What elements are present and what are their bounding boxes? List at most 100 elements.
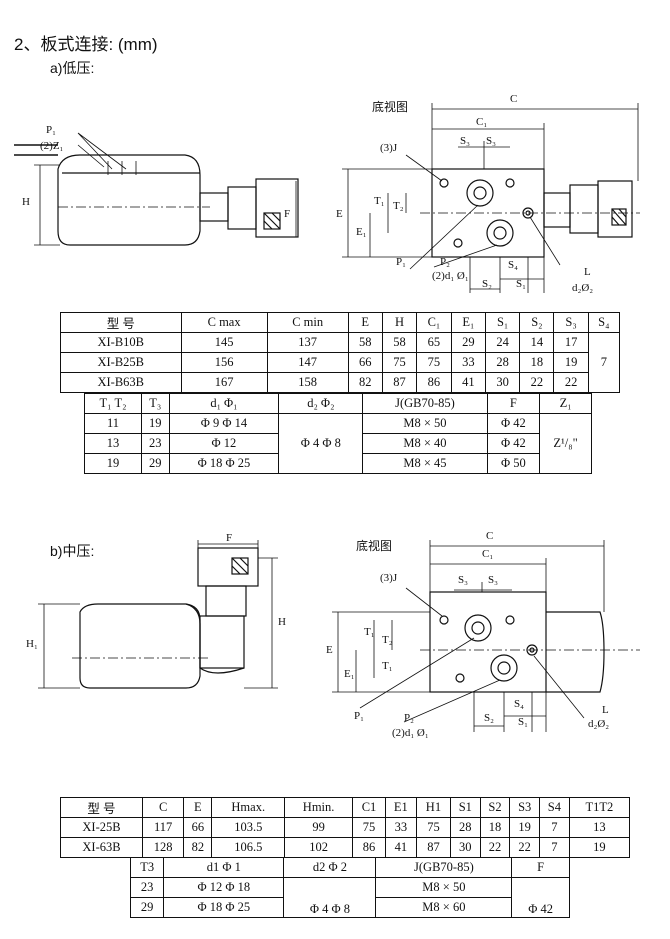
table-cell: 75 <box>381 352 418 373</box>
table-cell: 22 <box>553 372 589 393</box>
table-cell: 66 <box>183 817 213 838</box>
bottom-view-label-a: 底视图 <box>372 100 409 114</box>
bottom-view-label-b: 底视图 <box>356 539 393 553</box>
label-s1-b: S₁ <box>518 716 528 728</box>
label-s2: S₂ <box>482 278 492 290</box>
table-cell: 41 <box>450 372 487 393</box>
table-cell: Φ 12 Φ 18 <box>163 877 285 898</box>
table-cell: XI-B10B <box>60 332 182 353</box>
table-cell: XI-63B <box>60 837 143 858</box>
spec-table-b2: T3 d1 Φ 1 d2 Φ 2 J(GB70-85) F 23 Φ 12 Φ … <box>129 857 570 918</box>
table-cell: 87 <box>381 372 418 393</box>
table-cell: 29 <box>141 453 170 474</box>
label-f: F <box>284 208 291 220</box>
label-l-b: L <box>602 704 609 716</box>
table-cell: Φ 18 Φ 25 <box>168 453 280 474</box>
table-cell-s4: 7 <box>587 332 621 393</box>
table-cell: M8 × 60 <box>375 897 513 918</box>
table-row: 29 Φ 18 Φ 25 M8 × 60 <box>129 897 570 918</box>
table-cell: M8 × 45 <box>362 453 488 474</box>
col-header: S4 <box>539 797 570 818</box>
label-d1: (2)d₁ Ø₁ <box>432 270 469 282</box>
table-cell: 23 <box>129 877 165 898</box>
table-cell: 65 <box>416 332 452 353</box>
table-cell: 33 <box>450 352 487 373</box>
label-p1: P₁ <box>46 124 56 136</box>
table-cell: 17 <box>553 332 589 353</box>
col-header: Hmin. <box>284 797 354 818</box>
col-header: d1 Φ 1 <box>163 857 285 878</box>
col-header: F <box>511 857 570 878</box>
table-cell: 19 <box>568 837 631 858</box>
col-header: S3 <box>509 797 541 818</box>
label-e-b: E <box>326 644 333 656</box>
table-cell: 22 <box>519 372 555 393</box>
table-cell: 66 <box>347 352 383 373</box>
section-a-label: a)低压: <box>50 60 95 76</box>
col-header: E <box>183 797 213 818</box>
col-header: E <box>347 312 383 333</box>
table-cell: 75 <box>415 817 451 838</box>
table-cell: 75 <box>416 352 452 373</box>
table-header-row: 型 号 C max C min E H C₁ E₁ S₁ S₂ S₃ S₄ <box>60 312 621 333</box>
spec-table-a2: T₁ T₂ T₃ d₁ Φ₁ d₂ Φ₂ J(GB70-85) F Z₁ 11 … <box>84 393 592 474</box>
table-cell: Φ 42 <box>486 433 541 454</box>
label-d2-b: d₂Ø₂ <box>588 718 610 730</box>
col-header: C₁ <box>416 312 452 333</box>
col-header: C max <box>180 312 268 333</box>
col-header: E1 <box>384 797 417 818</box>
label-h1-b: H₁ <box>26 638 38 650</box>
table-cell: M8 × 50 <box>362 413 488 434</box>
col-header: J(GB70-85) <box>375 857 513 878</box>
table-cell: 102 <box>284 837 354 858</box>
label-t1b-b: T₁ <box>382 660 393 672</box>
label-t2-b: T₂ <box>382 634 393 646</box>
col-header: S₃ <box>553 312 589 333</box>
col-header: S₂ <box>519 312 555 333</box>
col-header: Hmax. <box>211 797 286 818</box>
table-cell: 13 <box>84 433 142 454</box>
side-view-body <box>57 154 201 246</box>
table-cell: XI-B63B <box>60 372 182 393</box>
table-row: XI-25B 117 66 103.5 99 75 33 75 28 18 19… <box>60 817 631 838</box>
table-row: 23 Φ 12 Φ 18 Φ 4 Φ 8 M8 × 50 Φ 42 <box>129 877 570 918</box>
table-cell: 30 <box>485 372 521 393</box>
bottom-view-body-b <box>429 591 547 693</box>
table-cell: M8 × 50 <box>375 877 513 898</box>
table-cell-z1: Z¹/₈" <box>539 413 592 474</box>
table-cell: 103.5 <box>211 817 286 838</box>
table-row: 19 29 Φ 18 Φ 25 M8 × 45 Φ 50 <box>84 453 592 474</box>
label-d2: d₂Ø₂ <box>572 282 594 294</box>
label-p2-b: P₂ <box>404 712 414 724</box>
table-cell: 87 <box>415 837 451 858</box>
label-z1: (2)Z₁ <box>40 140 64 152</box>
label-l: L <box>584 266 591 278</box>
table-header-row: T3 d1 Φ 1 d2 Φ 2 J(GB70-85) F <box>129 857 570 878</box>
table-cell: 117 <box>141 817 185 838</box>
section-b-drawing <box>38 540 640 732</box>
table-cell: 7 <box>539 837 570 858</box>
table-cell: 82 <box>183 837 213 858</box>
table-cell-f: Φ 42 <box>511 877 570 918</box>
table-cell: Φ 18 Φ 25 <box>163 897 285 918</box>
label-d1-b: (2)d₁ Ø₁ <box>392 727 429 739</box>
table-cell: 18 <box>519 352 555 373</box>
col-header: d₁ Φ₁ <box>168 393 280 414</box>
table-row: XI-B10B 145 137 58 58 65 29 24 14 17 7 <box>60 332 621 393</box>
label-c1-b: C₁ <box>482 548 494 560</box>
label-p1-bottom: P₁ <box>396 256 406 268</box>
table-cell: 145 <box>180 332 268 353</box>
col-header: C min <box>266 312 349 333</box>
table-cell: 11 <box>84 413 142 434</box>
table-cell: 23 <box>141 433 170 454</box>
col-header: d2 Φ 2 <box>283 857 377 878</box>
table-cell: 22 <box>479 837 511 858</box>
table-cell: 33 <box>384 817 417 838</box>
label-h: H <box>22 196 30 208</box>
label-s3-right: S₃ <box>486 135 496 147</box>
col-header: S1 <box>449 797 481 818</box>
label-p2: P₂ <box>440 256 450 268</box>
col-header: S₁ <box>485 312 521 333</box>
col-header: T1T2 <box>568 797 631 818</box>
table-cell: 58 <box>381 332 418 353</box>
